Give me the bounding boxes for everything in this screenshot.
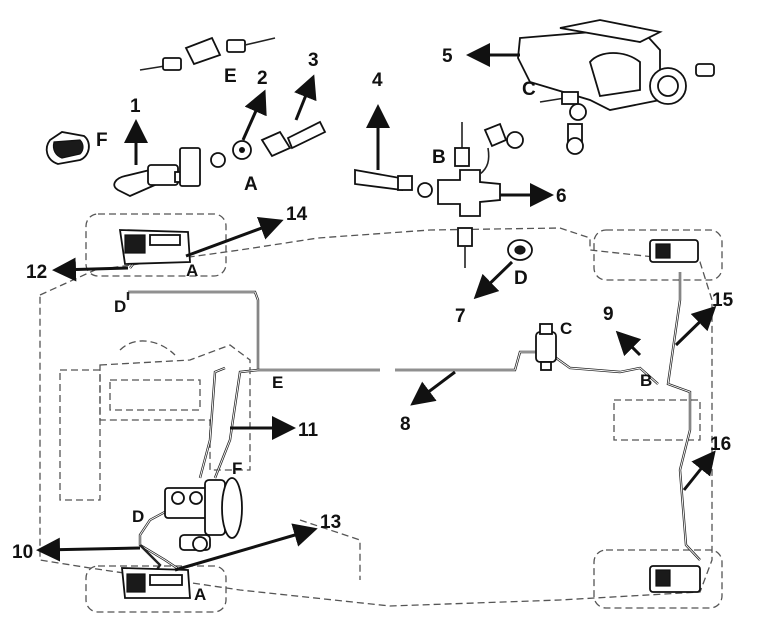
label-9: 9 xyxy=(603,304,614,325)
label-10: 10 xyxy=(12,542,33,563)
label-a-rear: A xyxy=(194,585,206,604)
right-brakes xyxy=(649,239,701,593)
hose-assembly-1-3 xyxy=(113,120,327,197)
label-b-top: B xyxy=(432,147,446,168)
letter-labels: E F A C B D A D C B E F D A xyxy=(96,66,652,604)
number-labels: 1 2 3 4 5 6 7 8 9 10 11 12 13 14 15 16 xyxy=(12,46,734,563)
label-12: 12 xyxy=(26,262,47,283)
label-e-pipe: E xyxy=(272,373,283,392)
label-c-top: C xyxy=(522,79,536,100)
label-8: 8 xyxy=(400,414,411,435)
label-e-top: E xyxy=(224,66,237,87)
leader-arrows xyxy=(36,43,717,572)
front-left-caliper xyxy=(118,229,191,265)
hose-clip-f xyxy=(45,131,90,165)
hose-connector-e xyxy=(139,36,276,71)
label-7: 7 xyxy=(455,306,466,327)
rear-left-caliper xyxy=(121,567,191,599)
label-13: 13 xyxy=(320,512,341,533)
vehicle-outline xyxy=(39,213,723,613)
label-f-top: F xyxy=(96,130,108,151)
label-11: 11 xyxy=(298,420,319,441)
t-union-6 xyxy=(437,122,524,268)
hose-4 xyxy=(354,168,433,198)
label-a-top: A xyxy=(244,174,258,195)
label-d-grommet: D xyxy=(514,268,528,289)
label-4: 4 xyxy=(372,70,383,91)
label-d-front: D xyxy=(114,297,126,316)
label-b-rear: B xyxy=(640,371,652,390)
label-d-rear: D xyxy=(132,507,144,526)
label-15: 15 xyxy=(712,290,734,311)
valve-body-5 xyxy=(517,19,715,155)
label-14: 14 xyxy=(286,204,308,225)
pressure-valve xyxy=(535,323,557,371)
grommet-d xyxy=(507,239,533,261)
label-5: 5 xyxy=(442,46,453,67)
label-16: 16 xyxy=(710,434,731,455)
label-2: 2 xyxy=(257,68,268,89)
label-c-valve: C xyxy=(560,319,572,338)
master-cylinder xyxy=(164,477,243,552)
brake-pipes xyxy=(126,253,701,581)
label-6: 6 xyxy=(556,186,567,207)
label-1: 1 xyxy=(130,96,141,117)
label-3: 3 xyxy=(308,50,319,71)
label-a-front: A xyxy=(186,261,198,280)
label-f-master: F xyxy=(232,459,242,478)
